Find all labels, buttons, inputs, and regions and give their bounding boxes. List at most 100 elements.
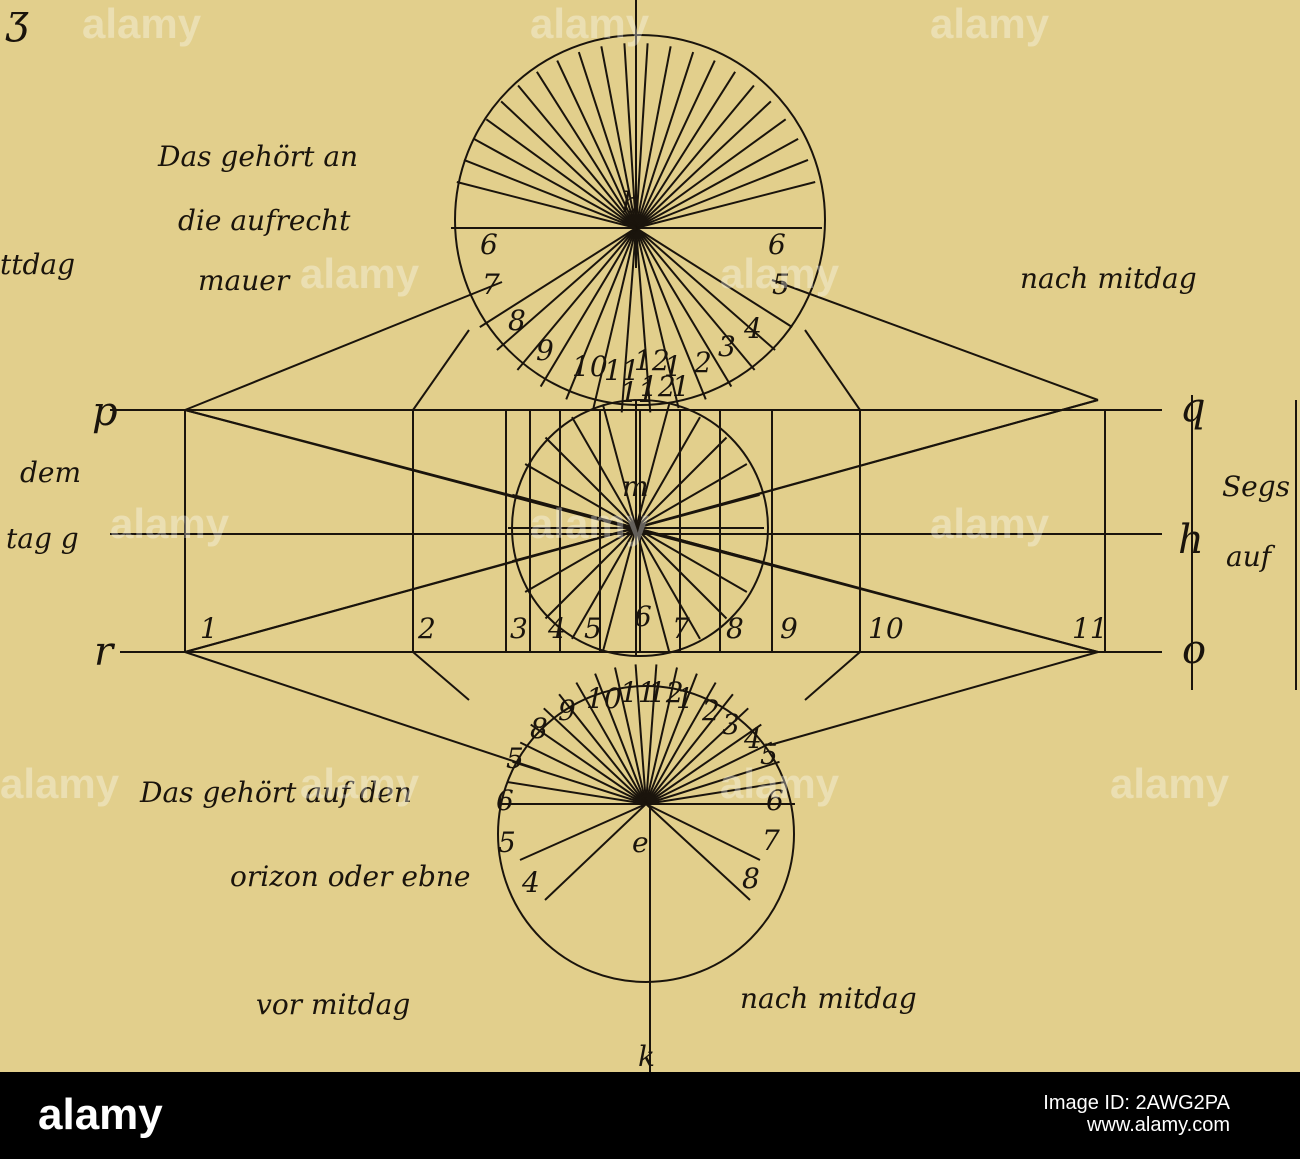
- top-dial-hour-line: [485, 118, 637, 229]
- top-dial-hour-line: [635, 181, 816, 229]
- watermark: alamy: [0, 760, 120, 807]
- hex-edge: [412, 651, 470, 701]
- top-dial-hour-line: [496, 227, 637, 351]
- bottom-dial-hour-line: [645, 760, 780, 805]
- bottom-dial-hour-line: [645, 693, 734, 805]
- projection-number-4: 4: [548, 612, 566, 645]
- watermark: alamy: [720, 760, 840, 807]
- center-ray: [635, 416, 701, 529]
- top-dial-hour-line: [565, 227, 637, 400]
- horizon-caption-1: Das gehört auf den: [140, 776, 412, 809]
- center-ray: [524, 527, 637, 593]
- top-dial-hour-line: [635, 227, 756, 371]
- top-left-letter: ʒ: [6, 0, 29, 43]
- construction-line: [184, 281, 503, 411]
- center-ray: [544, 527, 637, 620]
- top-dial-hour-line: [463, 158, 637, 229]
- center-ray: [571, 416, 637, 529]
- center-ray: [544, 436, 637, 529]
- top-dial-hour-line: [635, 43, 649, 229]
- bottom-dial-hour-3: 3: [722, 708, 740, 741]
- top-dial-hour-line: [635, 118, 787, 229]
- watermark: alamy: [110, 500, 230, 547]
- top-dial-hour-line: [635, 137, 799, 229]
- bottom-dial-hour-line: [543, 707, 647, 805]
- center-ray: [635, 493, 760, 529]
- top-dial-hour-line: [473, 137, 637, 229]
- construction-line: [184, 651, 541, 771]
- bottom-dial-hour-4: 4: [744, 722, 762, 755]
- center-ray: [524, 463, 637, 529]
- bottom-dial-hour-line: [645, 803, 751, 901]
- center-ray: [512, 493, 637, 529]
- top-dial-hour-line: [635, 46, 672, 229]
- bottom-dial-hour-line: [645, 667, 678, 805]
- projection-number-9: 9: [780, 612, 798, 645]
- hex-edge: [804, 329, 861, 411]
- top-dial-hour-line: [635, 227, 733, 388]
- bottom-dial-hour-line: [645, 723, 762, 805]
- bottom-dial-hour-line: [512, 760, 647, 805]
- image-id: Image ID: 2AWG2PA www.alamy.com: [1043, 1092, 1230, 1136]
- label-r: r: [94, 629, 114, 675]
- bottom-dial-hour-line: [507, 781, 647, 805]
- bottom-dial-hour-11: 11: [620, 676, 656, 709]
- watermark: alamy: [930, 0, 1050, 47]
- upright-wall-caption-2: die aufrecht: [178, 204, 351, 237]
- construction-line: [771, 279, 1099, 401]
- bottom-dial-hour-6-right: 6: [766, 784, 784, 817]
- label-g: tag g: [6, 522, 79, 555]
- watermark: alamy: [82, 0, 202, 47]
- hex-edge: [804, 651, 861, 701]
- top-dial-hour-2: 2: [694, 346, 712, 379]
- top-dial-hour-line: [635, 227, 680, 409]
- right-edge-text-2: auf: [1226, 540, 1272, 573]
- top-dial-hour-line: [635, 158, 809, 229]
- projection-number-8: 8: [726, 612, 744, 645]
- top-dial-inner-1: 1: [672, 370, 690, 403]
- top-dial-hour-3: 3: [718, 330, 736, 363]
- projection-number-7: 7: [672, 612, 690, 645]
- bottom-dial-hour-line: [519, 741, 647, 805]
- label-m: m: [622, 470, 649, 503]
- projection-number-10: 10: [868, 612, 904, 645]
- top-dial-hour-line: [635, 71, 736, 229]
- center-ray: [601, 527, 637, 652]
- top-dial-hour-7: 7: [482, 268, 500, 301]
- center-ray: [635, 527, 748, 593]
- after-noon-label-bottom: nach mitdag: [740, 982, 917, 1015]
- top-dial-hour-line: [635, 227, 776, 351]
- horizon-dial: [497, 685, 795, 983]
- top-dial-hour-line: [635, 227, 652, 413]
- bottom-dial-hour-2: 2: [702, 694, 720, 727]
- horizon-caption-2: orizon oder ebne: [230, 860, 471, 893]
- watermark: alamy: [530, 500, 650, 547]
- label-e: e: [632, 826, 649, 859]
- bottom-dial-hour-8-low: 8: [742, 862, 760, 895]
- after-noon-label-top: nach mitdag: [1020, 262, 1197, 295]
- bottom-dial-hour-line: [645, 682, 717, 805]
- footer-bar: alamy Image ID: 2AWG2PA www.alamy.com: [0, 1072, 1300, 1159]
- top-dial-hour-10: 10: [572, 350, 608, 383]
- center-ray: [635, 404, 671, 529]
- top-dial-hour-line: [635, 100, 772, 229]
- bottom-dial-hour-5-left: 5: [506, 742, 524, 775]
- top-dial-hour-line: [620, 227, 637, 413]
- left-edge-text-top: ttdag: [0, 248, 76, 281]
- bottom-dial-hour-line: [544, 803, 647, 901]
- center-ray: [635, 436, 728, 529]
- projection-number-1: 1: [200, 612, 218, 645]
- watermark: alamy: [300, 250, 420, 297]
- bottom-dial-hour-7-low: 7: [762, 824, 780, 857]
- top-dial-hour-line: [635, 227, 707, 400]
- center-ray: [635, 527, 701, 640]
- center-ray: [635, 527, 760, 563]
- top-dial-inner-12: 12: [640, 370, 676, 403]
- bottom-dial-hour-8: 8: [530, 712, 548, 745]
- bottom-dial-hour-1: 1: [676, 682, 694, 715]
- top-dial-hour-11: 11: [604, 354, 640, 387]
- top-dial-hour-9: 9: [536, 334, 554, 367]
- top-dial-hour-6-right: 6: [768, 228, 786, 261]
- top-dial-hour-line: [556, 60, 637, 229]
- left-edge-text-mid: dem: [20, 456, 82, 489]
